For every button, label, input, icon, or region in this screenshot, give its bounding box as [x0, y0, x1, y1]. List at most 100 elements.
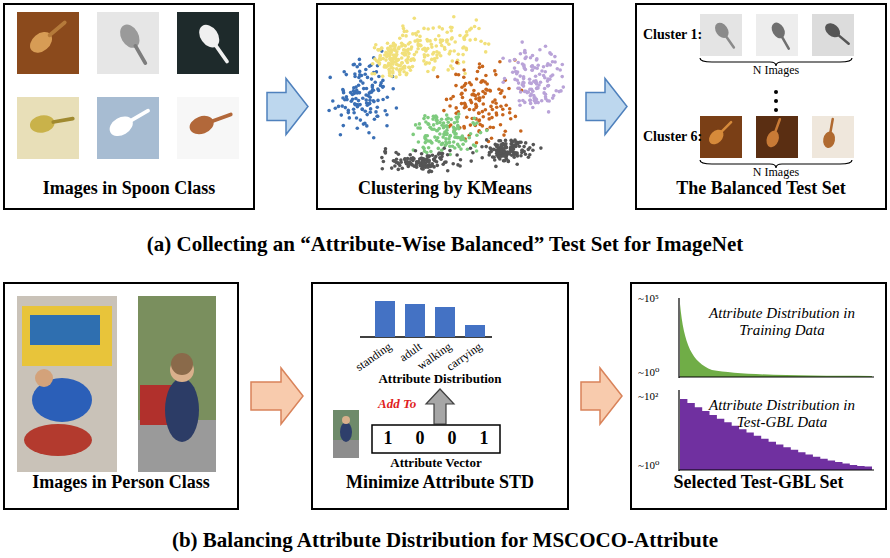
- cluster-point: [495, 149, 499, 153]
- attribute-name: standing: [354, 340, 395, 375]
- cluster-point: [342, 124, 346, 128]
- panel-box: Images in Spoon Class: [3, 3, 255, 210]
- photo: [756, 116, 798, 158]
- cluster-point: [442, 109, 446, 113]
- cluster-point: [461, 143, 465, 147]
- cluster-point: [377, 48, 381, 52]
- cluster-point: [361, 97, 365, 101]
- photo: [812, 14, 854, 56]
- cluster-point: [504, 103, 508, 107]
- cluster-point: [553, 55, 557, 59]
- cluster-point: [356, 127, 360, 131]
- cluster-point: [540, 69, 544, 73]
- cluster-point: [511, 144, 515, 148]
- cluster-point: [544, 95, 548, 99]
- spoon: [822, 118, 839, 149]
- cluster-point: [426, 47, 430, 51]
- cluster-point: [484, 145, 488, 149]
- cluster-point: [368, 98, 372, 102]
- spoon: [712, 20, 738, 51]
- photo: [333, 410, 359, 458]
- cluster-point: [492, 126, 496, 130]
- cluster-point: [403, 52, 407, 56]
- cluster-point: [357, 99, 361, 103]
- cluster-point: [479, 131, 483, 135]
- cluster-point: [403, 64, 407, 68]
- cluster-point: [418, 126, 422, 130]
- cluster-point: [482, 95, 486, 99]
- cluster-point: [434, 38, 438, 42]
- spoon-bowl: [712, 20, 731, 41]
- cluster-point: [380, 156, 384, 160]
- cluster-point: [514, 115, 518, 119]
- cluster-point: [410, 45, 414, 49]
- cluster-point: [345, 95, 349, 99]
- cluster-point: [546, 62, 550, 66]
- cluster-point: [494, 102, 498, 106]
- cluster-point: [466, 147, 470, 151]
- cluster-point: [524, 152, 528, 156]
- cluster-point: [461, 96, 465, 100]
- cluster-point: [450, 37, 454, 41]
- cluster-point: [465, 115, 469, 119]
- cluster-point: [368, 65, 372, 69]
- cluster-point: [454, 73, 458, 77]
- cluster-point: [356, 105, 360, 109]
- spoon-handle: [838, 35, 848, 44]
- cluster-point: [401, 167, 405, 171]
- cluster-point: [450, 29, 454, 33]
- cluster-point: [402, 48, 406, 52]
- spoon: [706, 118, 735, 147]
- cluster-point: [424, 62, 428, 66]
- cluster-point: [407, 66, 411, 70]
- cluster-point: [362, 122, 366, 126]
- cluster-point: [456, 125, 460, 129]
- cluster-point: [529, 56, 533, 60]
- cluster-point: [435, 50, 439, 54]
- cluster-point: [484, 108, 488, 112]
- cluster-point: [406, 55, 410, 59]
- cluster-point: [469, 147, 473, 151]
- cluster-point: [455, 153, 459, 157]
- axis: [679, 376, 874, 377]
- cluster-point: [420, 152, 424, 156]
- cluster-point: [534, 81, 538, 85]
- axis: [678, 390, 679, 471]
- cluster-point: [508, 59, 512, 63]
- cluster-point: [416, 30, 420, 34]
- cluster-point: [499, 105, 503, 109]
- spoon-bowl: [106, 112, 136, 139]
- cluster-point: [521, 83, 525, 87]
- cluster-point: [412, 58, 416, 62]
- cluster-point: [468, 108, 472, 112]
- spoon-handle: [212, 114, 231, 121]
- cluster-point: [358, 73, 362, 77]
- cluster-point: [381, 85, 385, 89]
- cluster-point: [361, 81, 365, 85]
- cluster-point: [404, 34, 408, 38]
- cluster-point: [423, 53, 427, 57]
- cluster-point: [423, 149, 427, 153]
- cluster-point: [490, 116, 494, 120]
- photo: [812, 116, 854, 158]
- cluster-point: [382, 160, 386, 164]
- cluster-point: [499, 139, 503, 143]
- cluster-point: [434, 155, 438, 159]
- cluster-point: [444, 160, 448, 164]
- cluster-point: [554, 89, 558, 93]
- cluster-point: [445, 38, 449, 42]
- cluster-point: [435, 56, 439, 60]
- axis-tick: ~10⁰: [638, 366, 659, 379]
- axis-tick: ~10⁰: [638, 459, 659, 472]
- cluster-point: [464, 47, 468, 51]
- cluster-point: [401, 43, 405, 47]
- photo: [22, 306, 112, 366]
- cluster-point: [475, 104, 479, 108]
- cluster-point: [436, 136, 440, 140]
- cluster-point: [499, 123, 503, 127]
- block-arrow: [581, 368, 622, 424]
- cluster-point: [531, 148, 535, 152]
- cluster-point: [373, 118, 377, 122]
- cluster-point: [551, 60, 555, 64]
- cluster-point: [369, 90, 373, 94]
